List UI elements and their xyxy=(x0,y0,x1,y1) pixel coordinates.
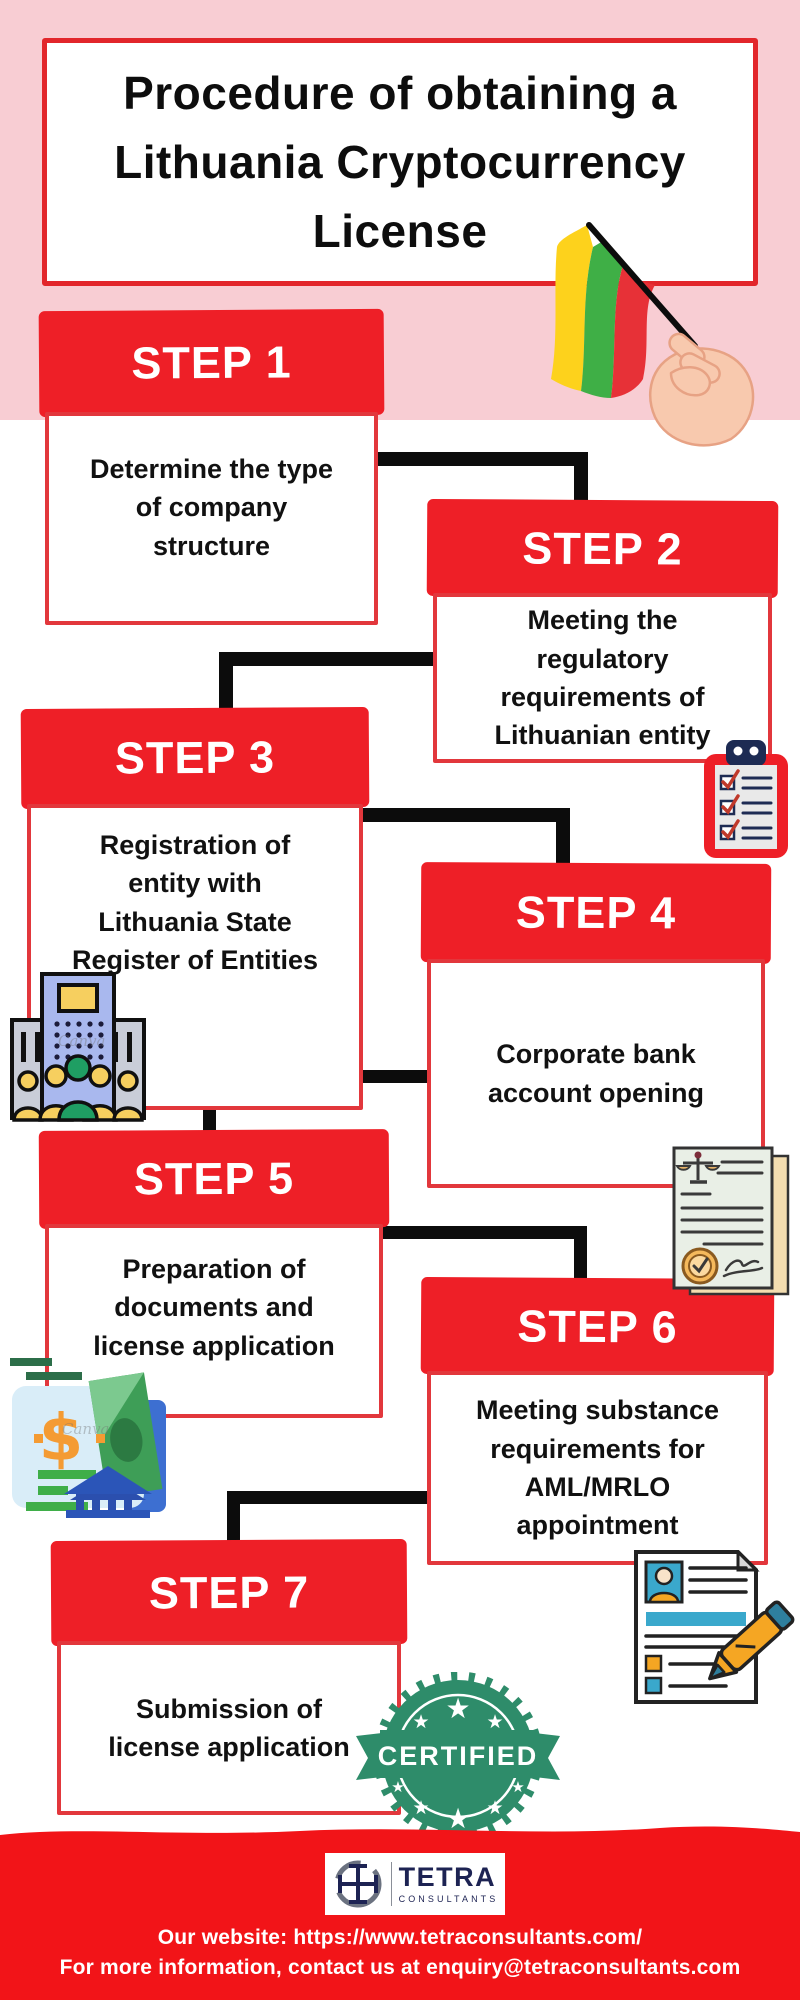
certified-badge-text: CERTIFIED xyxy=(378,1741,539,1771)
footer-website-line: Our website: https://www.tetraconsultant… xyxy=(157,1926,643,1949)
svg-text:★: ★ xyxy=(486,1797,503,1819)
tetra-consultants-logo: TETRA CONSULTANTS xyxy=(325,1853,505,1915)
svg-text:★: ★ xyxy=(412,1711,429,1733)
application-form-icon xyxy=(634,1550,795,1704)
tetra-logo-emblem-icon xyxy=(334,1860,382,1908)
logo-brand-subname: CONSULTANTS xyxy=(398,1894,499,1904)
step-4-label: STEP 4 xyxy=(515,886,677,939)
step-2-text: Meeting the regulatory requirements of L… xyxy=(494,605,711,751)
step-2-body: Meeting the regulatory requirements of L… xyxy=(433,593,772,763)
svg-text:★: ★ xyxy=(486,1711,503,1733)
step-5-text: Preparation of documents and license app… xyxy=(93,1254,335,1361)
pen-icon xyxy=(708,1600,795,1681)
step-7-card: STEP 7 Submission of license application xyxy=(50,1538,408,1815)
step-2-card: STEP 2 Meeting the regulatory requiremen… xyxy=(426,498,779,763)
connector-1-2-horizontal xyxy=(375,452,588,466)
step-1-body: Determine the type of company structure xyxy=(45,412,378,625)
step-5-header: STEP 5 xyxy=(38,1129,390,1229)
step-7-header: STEP 7 xyxy=(50,1538,408,1647)
svg-text:★: ★ xyxy=(391,1778,404,1796)
bank-icon xyxy=(64,1466,152,1518)
footer-contact-line: For more information, contact us at enqu… xyxy=(59,1956,741,1979)
checklist-clipboard-icon xyxy=(704,740,788,858)
certified-badge: ★ ★ ★ ★ ★ ★ ★ ★ ★ ★ CERTIFIED xyxy=(356,1672,560,1840)
step-7-text: Submission of license application xyxy=(108,1693,350,1762)
step-6-card: STEP 6 Meeting substance requirements fo… xyxy=(420,1276,775,1565)
svg-text:$: $ xyxy=(39,1402,84,1476)
step-1-header: STEP 1 xyxy=(38,308,385,418)
step-4-header: STEP 4 xyxy=(420,862,772,964)
step-4-card: STEP 4 Corporate bank account opening xyxy=(420,862,772,1188)
svg-text:★: ★ xyxy=(445,1692,470,1725)
logo-divider xyxy=(390,1862,392,1906)
scales-of-justice-icon xyxy=(675,1151,721,1184)
connector-6-7-vertical xyxy=(227,1491,240,1545)
step-1-card: STEP 1 Determine the type of company str… xyxy=(38,308,385,625)
page-title: Procedure of obtaining a Lithuania Crypt… xyxy=(114,66,686,257)
government-building-icon xyxy=(10,972,146,1122)
title-box: Procedure of obtaining a Lithuania Crypt… xyxy=(42,38,758,286)
connector-2-3-horizontal xyxy=(219,652,435,666)
step-7-body: Submission of license application xyxy=(57,1641,401,1815)
connector-2-3-vertical xyxy=(219,652,233,714)
canva-watermark: Canva xyxy=(62,1420,110,1438)
connector-3-4-vertical xyxy=(556,808,570,868)
connector-6-7-horizontal xyxy=(227,1491,429,1504)
canva-watermark: Canva xyxy=(58,1032,106,1050)
step-2-label: STEP 2 xyxy=(522,522,683,574)
step-5-label: STEP 5 xyxy=(133,1152,295,1205)
step-3-header: STEP 3 xyxy=(20,706,370,810)
connector-5-6-horizontal xyxy=(381,1226,587,1239)
step-6-label: STEP 6 xyxy=(517,1300,678,1352)
connector-5-6-vertical xyxy=(574,1226,587,1283)
connector-1-2-vertical xyxy=(574,452,588,504)
holding-hand-icon xyxy=(648,332,755,447)
lithuania-flag-icon xyxy=(551,222,755,447)
finance-money-icon: $ xyxy=(10,1358,166,1518)
step-1-label: STEP 1 xyxy=(131,336,292,389)
footer: TETRA CONSULTANTS Our website: https://w… xyxy=(0,1838,800,2000)
step-7-label: STEP 7 xyxy=(148,1566,310,1618)
step-6-text: Meeting substance requirements for AML/M… xyxy=(475,1395,720,1541)
connector-3-4-horizontal xyxy=(361,808,570,822)
svg-text:★: ★ xyxy=(445,1802,470,1835)
step-6-body: Meeting substance requirements for AML/M… xyxy=(427,1371,768,1565)
svg-text:★: ★ xyxy=(412,1797,429,1819)
step-4-text: Corporate bank account opening xyxy=(488,1039,704,1108)
step-3-label: STEP 3 xyxy=(114,731,276,784)
logo-brand-name: TETRA xyxy=(398,1862,497,1892)
step-1-text: Determine the type of company structure xyxy=(89,454,334,561)
step-2-header: STEP 2 xyxy=(426,498,779,599)
step-3-text: Registration of entity with Lithuania St… xyxy=(71,830,319,975)
svg-text:★: ★ xyxy=(511,1778,524,1796)
legal-document-icon xyxy=(672,1146,790,1296)
